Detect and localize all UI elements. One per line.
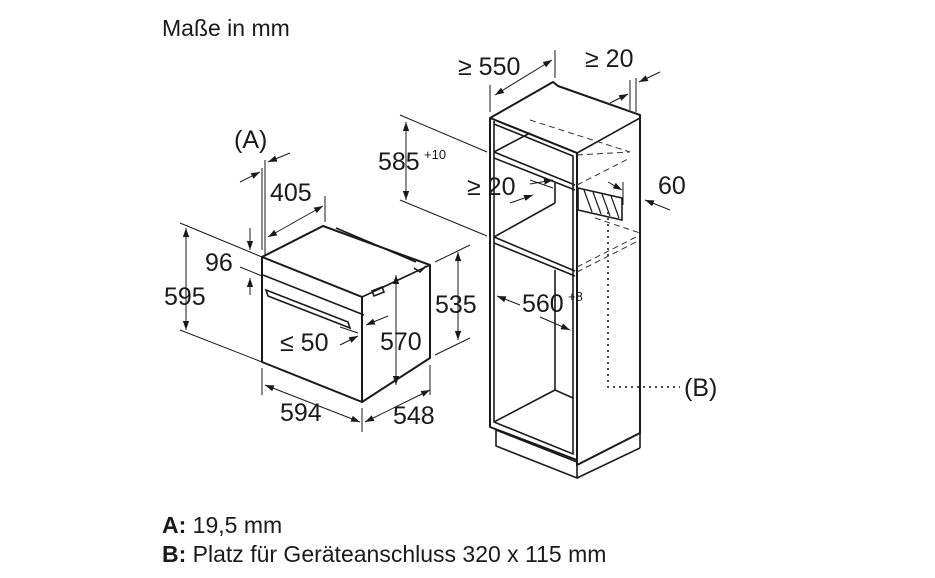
dim-vent-height: 60 — [658, 172, 686, 200]
legend: A: 19,5 mm B: Platz für Geräteanschluss … — [162, 512, 606, 567]
legend-text: 19,5 mm — [193, 512, 282, 538]
dim-shelf-gap: ≥ 20 — [467, 173, 515, 201]
cabinet-drawing — [489, 81, 680, 480]
legend-item-b: B: Platz für Geräteanschluss 320 x 115 m… — [162, 541, 606, 567]
vent-opening — [577, 186, 623, 222]
dim-oven-depth-top: 405 — [270, 179, 312, 207]
oven-front — [261, 256, 363, 403]
connection-leader — [607, 212, 680, 388]
dim-oven-depth: 548 — [393, 402, 435, 430]
dim-door-gap: ≤ 50 — [280, 329, 328, 357]
diagram-title: Maße in mm — [162, 15, 290, 41]
dim-side-height: 535 — [435, 291, 477, 319]
oven-dimensions — [179, 152, 471, 432]
oven-drawing — [261, 225, 431, 403]
legend-key: B: — [162, 541, 186, 567]
dim-niche-width: 560 — [522, 290, 564, 318]
dim-panel-height: 96 — [205, 249, 233, 277]
label-b: (B) — [684, 374, 717, 402]
dim-niche-height-tolerance: +10 — [424, 147, 446, 162]
legend-item-a: A: 19,5 mm — [162, 512, 282, 538]
control-panel-line — [262, 274, 365, 316]
dim-oven-height: 595 — [164, 283, 206, 311]
dim-cabinet-depth: ≥ 550 — [458, 53, 520, 81]
door-handle — [264, 288, 352, 330]
dim-oven-width: 594 — [280, 399, 322, 427]
dim-inner-height: 570 — [380, 328, 422, 356]
legend-key: A: — [162, 512, 186, 538]
cabinet-dimensions — [399, 50, 671, 331]
dim-rear-gap: ≥ 20 — [585, 45, 633, 73]
label-a: (A) — [234, 126, 267, 154]
dim-niche-height: 585 — [378, 148, 420, 176]
dim-niche-width-tolerance: +8 — [568, 289, 583, 304]
cabinet-front — [489, 117, 578, 461]
legend-text: Platz für Geräteanschluss 320 x 115 mm — [193, 541, 607, 567]
